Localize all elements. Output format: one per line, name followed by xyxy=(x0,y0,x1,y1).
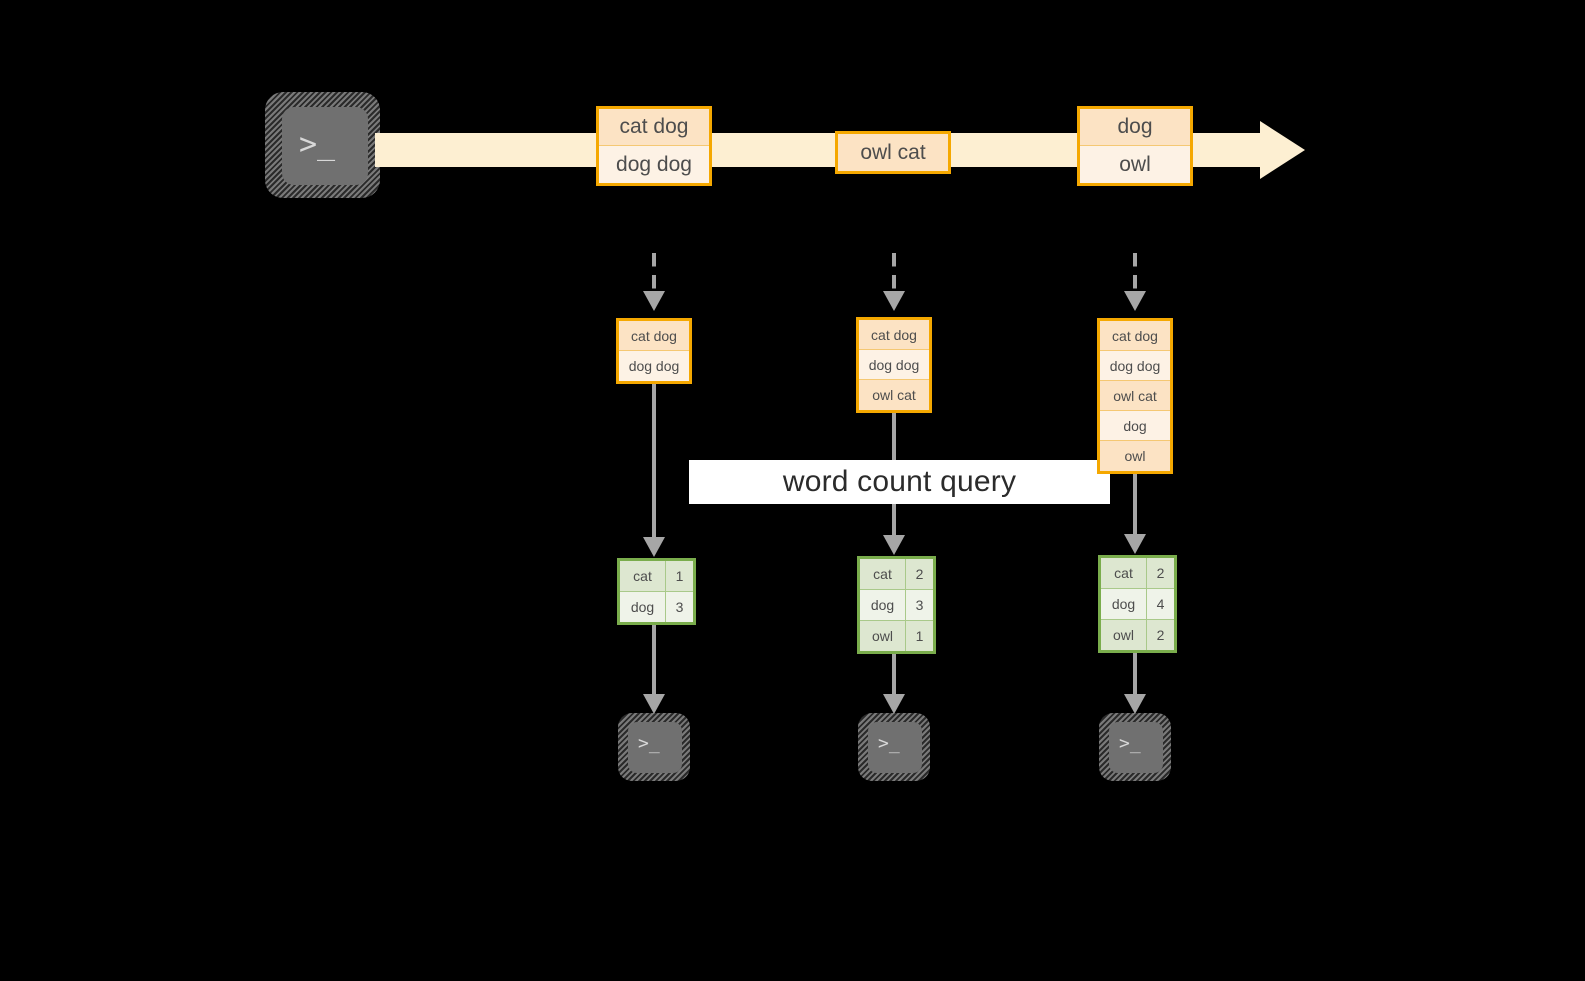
table-row: cat 1 xyxy=(620,561,693,592)
word-cell: owl xyxy=(1101,620,1147,650)
record-cell: owl xyxy=(1080,146,1190,183)
accumulated-cell: dog dog xyxy=(1100,351,1170,381)
count-cell: 2 xyxy=(915,566,924,582)
stream-record-1: cat dog dog dog xyxy=(596,106,712,186)
accumulated-cell: dog dog xyxy=(859,350,929,380)
stream-tap-line-2 xyxy=(892,253,896,291)
source-terminal-icon[interactable]: >_ xyxy=(265,92,380,198)
accumulated-cell: cat dog xyxy=(859,320,929,350)
stream-record-3: dog owl xyxy=(1077,106,1193,186)
count-cell: 1 xyxy=(915,628,924,644)
table-row: dog 4 xyxy=(1101,589,1174,620)
query-arrowhead-2 xyxy=(883,535,905,555)
record-cell: cat dog xyxy=(599,109,709,146)
result-table-3: cat 2 dog 4 owl 2 xyxy=(1098,555,1177,653)
word-cell: dog xyxy=(1101,589,1147,619)
query-line-3 xyxy=(1133,472,1137,550)
accumulated-records-3: cat dog dog dog owl cat dog owl xyxy=(1097,318,1173,474)
stream-tap-line-3 xyxy=(1133,253,1137,291)
word-cell: cat xyxy=(860,559,906,589)
terminal-prompt: >_ xyxy=(638,733,660,754)
count-cell: 2 xyxy=(1156,627,1165,643)
sink-arrowhead-1 xyxy=(643,694,665,714)
query-label-band: word count query xyxy=(689,460,1110,504)
stream-tap-line-1 xyxy=(652,253,656,291)
terminal-body xyxy=(282,107,368,185)
accumulated-records-2: cat dog dog dog owl cat xyxy=(856,317,932,413)
word-cell: dog xyxy=(620,592,666,622)
accumulated-cell: dog dog xyxy=(619,351,689,381)
terminal-prompt: >_ xyxy=(1119,733,1141,754)
word-cell: cat xyxy=(1101,558,1147,588)
stream-tap-arrowhead-3 xyxy=(1124,291,1146,311)
terminal-prompt: >_ xyxy=(878,733,900,754)
terminal-body xyxy=(868,722,922,773)
sink-line-1 xyxy=(652,620,656,700)
sink-line-3 xyxy=(1133,649,1137,700)
sink-line-2 xyxy=(892,650,896,700)
table-row: dog 3 xyxy=(860,590,933,621)
query-arrowhead-1 xyxy=(643,537,665,557)
word-cell: dog xyxy=(860,590,906,620)
table-row: cat 2 xyxy=(1101,558,1174,589)
table-row: owl 2 xyxy=(1101,620,1174,650)
result-table-2: cat 2 dog 3 owl 1 xyxy=(857,556,936,654)
count-cell: 3 xyxy=(915,597,924,613)
terminal-prompt: >_ xyxy=(299,127,336,162)
stream-tap-arrowhead-1 xyxy=(643,291,665,311)
accumulated-cell: cat dog xyxy=(1100,321,1170,351)
accumulated-cell: owl cat xyxy=(1100,381,1170,411)
word-cell: cat xyxy=(620,561,666,591)
count-cell: 4 xyxy=(1156,596,1165,612)
record-cell: dog dog xyxy=(599,146,709,183)
stream-tap-arrowhead-2 xyxy=(883,291,905,311)
accumulated-records-1: cat dog dog dog xyxy=(616,318,692,384)
query-arrowhead-3 xyxy=(1124,534,1146,554)
stream-record-2: owl cat xyxy=(835,131,951,174)
sink-arrowhead-2 xyxy=(883,694,905,714)
accumulated-cell: dog xyxy=(1100,411,1170,441)
table-row: owl 1 xyxy=(860,621,933,651)
terminal-body xyxy=(1109,722,1163,773)
record-cell: owl cat xyxy=(838,134,948,171)
accumulated-cell: owl xyxy=(1100,441,1170,471)
word-cell: owl xyxy=(860,621,906,651)
record-cell: dog xyxy=(1080,109,1190,146)
sink-terminal-icon-2[interactable]: >_ xyxy=(858,713,930,781)
table-row: dog 3 xyxy=(620,592,693,622)
sink-arrowhead-3 xyxy=(1124,694,1146,714)
query-label: word count query xyxy=(782,465,1017,498)
query-line-1 xyxy=(652,382,656,552)
count-cell: 3 xyxy=(675,599,684,615)
accumulated-cell: cat dog xyxy=(619,321,689,351)
count-cell: 2 xyxy=(1156,565,1165,581)
stream-arrow-head xyxy=(1260,121,1305,179)
accumulated-cell: owl cat xyxy=(859,380,929,410)
sink-terminal-icon-1[interactable]: >_ xyxy=(618,713,690,781)
result-table-1: cat 1 dog 3 xyxy=(617,558,696,625)
terminal-body xyxy=(628,722,682,773)
table-row: cat 2 xyxy=(860,559,933,590)
sink-terminal-icon-3[interactable]: >_ xyxy=(1099,713,1171,781)
count-cell: 1 xyxy=(675,568,684,584)
